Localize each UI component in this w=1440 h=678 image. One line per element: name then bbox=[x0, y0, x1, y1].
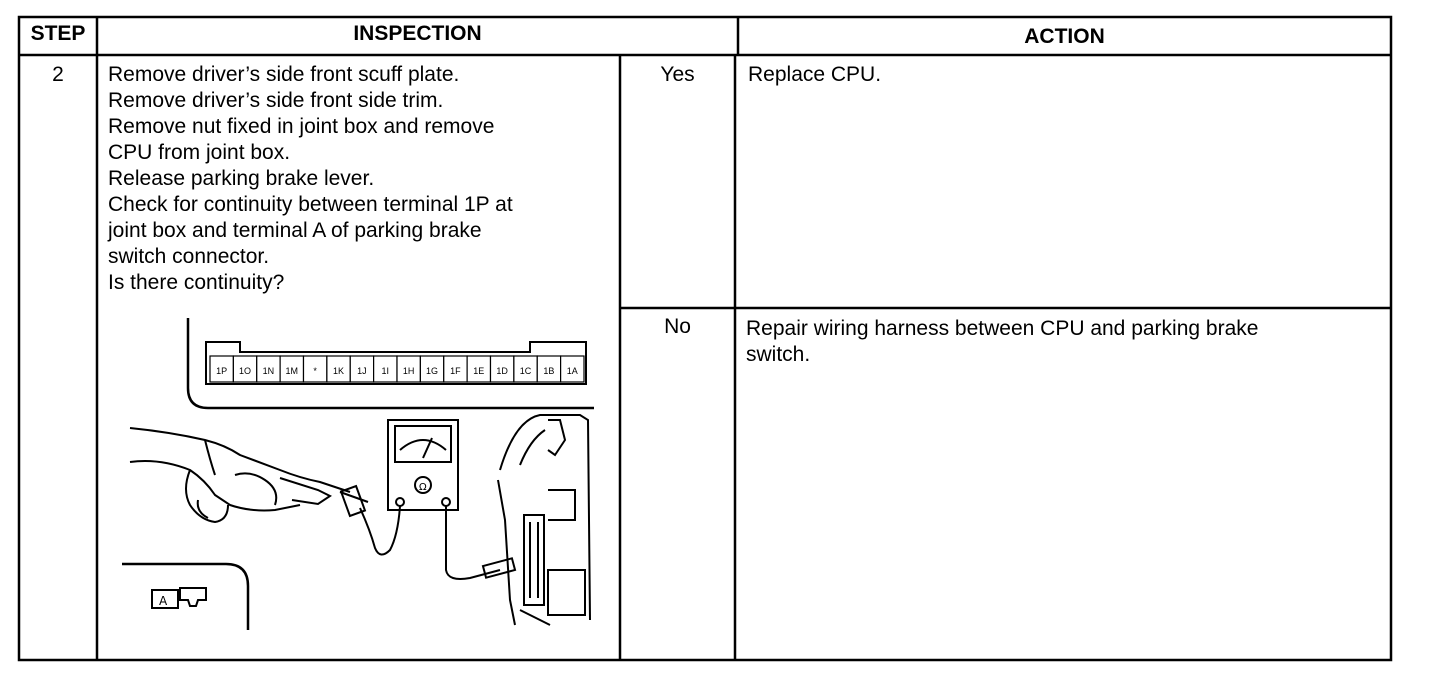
test-leads bbox=[359, 505, 517, 580]
inspection-line: Release parking brake lever. bbox=[108, 167, 375, 190]
header-step: STEP bbox=[30, 22, 86, 45]
inspection-line: CPU from joint box. bbox=[108, 141, 291, 164]
inspection-line: switch connector. bbox=[108, 245, 270, 268]
connector-pin-label: 1K bbox=[333, 366, 344, 376]
connector-pin-cell bbox=[560, 355, 585, 383]
answer-no: No bbox=[664, 315, 691, 338]
header-action: ACTION bbox=[1024, 25, 1105, 48]
inspection-line: Remove driver’s side front scuff plate. bbox=[108, 63, 460, 86]
connector-pin-label: 1E bbox=[473, 366, 484, 376]
connector-pin-label: 1O bbox=[239, 366, 251, 376]
connector-pin-label: 1C bbox=[520, 366, 532, 376]
ohm-symbol-icon: Ω bbox=[419, 482, 427, 493]
inspection-line: joint box and terminal A of parking brak… bbox=[108, 219, 482, 242]
inspection-line: Remove nut fixed in joint box and remove bbox=[108, 115, 495, 138]
connector-pin-label: 1D bbox=[496, 366, 508, 376]
connector-pin-label: 1I bbox=[382, 366, 390, 376]
inspection-line: Is there continuity? bbox=[108, 271, 285, 294]
action-line: Replace CPU. bbox=[748, 63, 882, 86]
answer-yes: Yes bbox=[660, 63, 695, 86]
connector-pin-label: 1N bbox=[263, 366, 275, 376]
action-line: switch. bbox=[746, 343, 811, 366]
inspection-line: Remove driver’s side front side trim. bbox=[108, 89, 444, 112]
inspection-line: Check for continuity between terminal 1P… bbox=[108, 193, 513, 216]
action-line: Repair wiring harness between CPU and pa… bbox=[746, 317, 1259, 340]
connector-pin-label: * bbox=[313, 366, 317, 376]
header-inspection: INSPECTION bbox=[353, 22, 482, 45]
connector-pin-label: 1B bbox=[543, 366, 554, 376]
connector-pins: 1P 1O 1N 1M * 1K 1J 1I 1H 1G 1F 1E 1D 1C 1B 1A bbox=[209, 355, 585, 383]
switch-terminal-label: A bbox=[159, 594, 168, 608]
connector-icon bbox=[179, 587, 207, 607]
connector-pin-label: 1A bbox=[567, 366, 578, 376]
connector-pin-label: 1J bbox=[357, 366, 367, 376]
inspection-text: Remove driver’s side front scuff plate. … bbox=[108, 62, 513, 296]
action-no: Repair wiring harness between CPU and pa… bbox=[746, 316, 1258, 368]
action-yes: Replace CPU. bbox=[748, 62, 881, 88]
switch-connector-terminal bbox=[151, 589, 179, 609]
switch-connector-outline bbox=[122, 562, 250, 630]
step-number: 2 bbox=[52, 63, 64, 86]
joint-box-outline bbox=[186, 318, 594, 410]
connector-pin-label: 1M bbox=[286, 366, 299, 376]
ohmmeter bbox=[387, 419, 459, 511]
connector-pin-label: 1F bbox=[450, 366, 461, 376]
connector-pin-label: 1G bbox=[426, 366, 438, 376]
connector-pin-label: 1H bbox=[403, 366, 415, 376]
parking-brake-switch-drawing bbox=[497, 414, 591, 626]
hand-probe-drawing bbox=[129, 427, 369, 524]
connector-pin-label: 1P bbox=[216, 366, 227, 376]
